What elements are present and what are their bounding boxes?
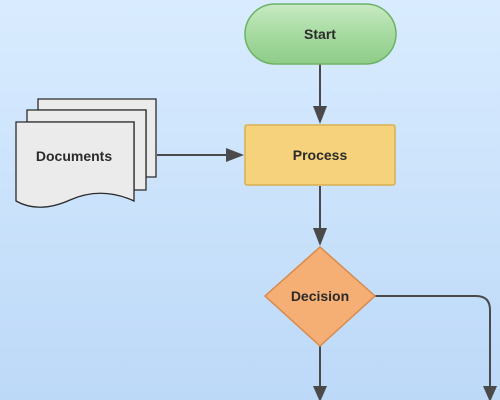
connectors xyxy=(157,64,497,400)
arrowhead-documents-to-process xyxy=(226,148,244,162)
start-shape xyxy=(244,3,397,65)
arrowhead-start-to-process xyxy=(313,106,327,124)
arrowhead-process-to-decision xyxy=(313,228,327,246)
decision-label: Decision xyxy=(291,288,349,304)
process-shape xyxy=(244,124,396,186)
documents-node[interactable]: Documents xyxy=(15,98,157,208)
connector-decision-right[interactable] xyxy=(375,295,491,390)
arrowhead-decision-down xyxy=(313,386,327,400)
arrowhead-decision-right xyxy=(483,386,497,400)
decision-node[interactable]: Decision xyxy=(263,245,377,348)
documents-label: Documents xyxy=(36,148,112,164)
decision-shape xyxy=(263,245,377,348)
start-label: Start xyxy=(304,26,336,42)
process-label: Process xyxy=(293,147,348,163)
start-node[interactable]: Start xyxy=(244,3,397,65)
documents-front-sheet xyxy=(15,121,135,208)
process-node[interactable]: Process xyxy=(244,124,396,186)
